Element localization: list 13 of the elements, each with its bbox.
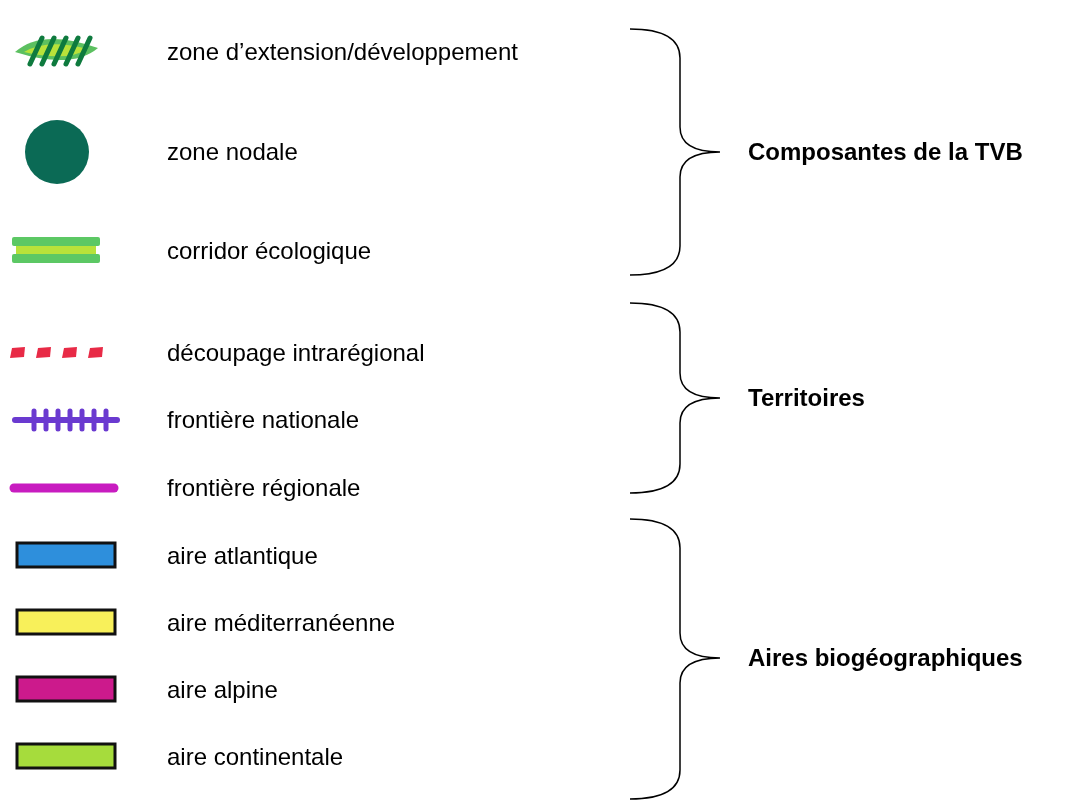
group-heading: Aires biogéographiques [748, 644, 1023, 672]
legend-text: aire méditerranéenne [167, 609, 396, 637]
legend-text: frontière régionale [167, 474, 361, 502]
legend-text: zone d’extension/développement [167, 38, 518, 66]
legend-text: aire continentale [167, 743, 344, 771]
legend-text: zone nodale [167, 138, 298, 166]
legend-text: frontière nationale [167, 406, 360, 434]
group-heading: Territoires [748, 384, 865, 412]
legend-text: aire alpine [167, 676, 278, 704]
legend-text: aire atlantique [167, 542, 318, 570]
group-heading: Composantes de la TVB [748, 138, 1023, 166]
legend-text: découpage intrarégional [167, 339, 425, 367]
legend-text: corridor écologique [167, 237, 372, 265]
